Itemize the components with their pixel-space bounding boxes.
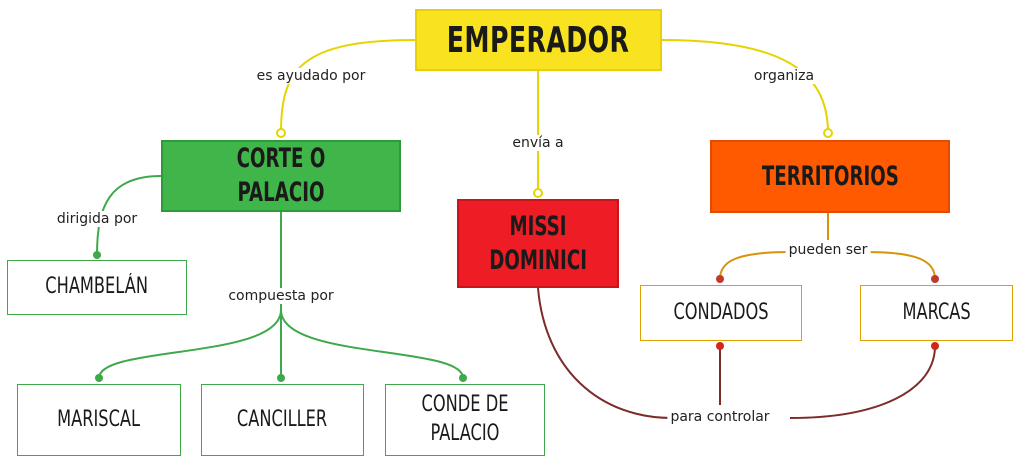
link-label-compuesta-por: compuesta por: [225, 288, 337, 304]
node-mariscal-label: MARISCAL: [57, 406, 141, 432]
link-end-dot: [823, 128, 833, 138]
node-chambelan: CHAMBELÁN: [7, 260, 187, 315]
link-label-para-controlar: para controlar: [667, 409, 773, 425]
node-chambelan-label: CHAMBELÁN: [45, 274, 149, 300]
link-end-dot: [95, 374, 103, 382]
node-condados: CONDADOS: [640, 285, 802, 341]
link-end-dot: [931, 342, 939, 350]
node-conde-label-1: CONDE DE: [421, 392, 509, 418]
node-missi-label-1: MISSI: [509, 210, 567, 242]
link-pueden-marcas: [865, 251, 936, 280]
node-canciller: CANCILLER: [201, 384, 364, 456]
node-marcas-label: MARCAS: [902, 299, 971, 325]
link-corte-chambelan: [96, 175, 162, 256]
node-mariscal: MARISCAL: [17, 384, 181, 456]
node-emperador-label: EMPERADOR: [447, 19, 630, 61]
link-end-dot: [533, 188, 543, 198]
link-end-dot: [93, 251, 101, 259]
link-emperador-corte: [280, 39, 416, 134]
link-missi-controlar: [537, 287, 673, 419]
node-territorios-label: TERRITORIOS: [761, 160, 899, 192]
node-conde-de-palacio: CONDE DE PALACIO: [385, 384, 545, 456]
node-conde-label-2: PALACIO: [430, 421, 500, 446]
link-end-dot: [716, 275, 724, 283]
link-end-dot: [277, 374, 285, 382]
node-corte-o-palacio: CORTE O PALACIO: [161, 140, 401, 212]
link-controlar-marcas: [789, 345, 936, 419]
link-pueden-condados: [719, 251, 791, 280]
link-end-dot: [716, 342, 724, 350]
node-missi-dominici: MISSI DOMINICI: [457, 199, 619, 288]
link-label-envia-a: envía a: [509, 135, 567, 151]
link-emperador-territorios: [661, 39, 829, 134]
link-label-dirigida-por: dirigida por: [53, 211, 141, 227]
link-end-dot: [459, 374, 467, 382]
node-emperador: EMPERADOR: [415, 9, 662, 71]
link-compuesta-mariscal: [98, 309, 282, 379]
link-label-es-ayudado-por: es ayudado por: [253, 68, 369, 84]
node-territorios: TERRITORIOS: [710, 140, 950, 213]
node-marcas: MARCAS: [860, 285, 1013, 341]
node-condados-label: CONDADOS: [673, 299, 769, 325]
link-end-dot: [931, 275, 939, 283]
link-label-organiza: organiza: [750, 68, 818, 84]
link-label-pueden-ser: pueden ser: [785, 242, 871, 258]
node-missi-label-2: DOMINICI: [489, 244, 587, 276]
node-canciller-label: CANCILLER: [237, 406, 328, 432]
link-compuesta-conde: [280, 309, 464, 379]
node-corte-label: CORTE O PALACIO: [236, 143, 326, 208]
link-end-dot: [276, 128, 286, 138]
